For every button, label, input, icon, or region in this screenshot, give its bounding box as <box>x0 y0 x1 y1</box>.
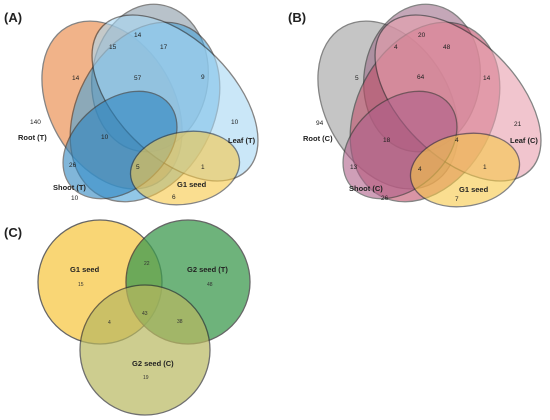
count-a-top-mid: 17 <box>160 44 168 51</box>
set-label-root-t: Root (T) <box>18 133 47 142</box>
count-b-top-only: 20 <box>418 32 426 39</box>
count-b-shoot-root: 13 <box>350 164 358 171</box>
count-b-right-mid: 14 <box>483 75 491 82</box>
count-b-g1-only: 7 <box>455 196 459 203</box>
count-b-center: 64 <box>417 74 425 81</box>
panel-b-label: (B) <box>288 10 306 25</box>
count-c-all: 43 <box>142 311 148 317</box>
panel-c: (C) G1 seed G2 seed (T) G2 seed (C) 15 4… <box>4 219 251 416</box>
count-a-root-only: 140 <box>30 119 41 126</box>
count-a-g1-only: 6 <box>172 194 176 201</box>
set-label-c-g2-seed-c: G2 seed (C) <box>132 359 174 368</box>
panel-c-label: (C) <box>4 225 22 240</box>
set-label-c-g1-seed: G1 seed <box>70 265 100 274</box>
count-a-leaf-only: 10 <box>231 119 239 126</box>
panel-a: (A) Root (T) Leaf (T) Shoot (T) G1 seed … <box>4 3 259 206</box>
count-b-top-mid: 48 <box>443 44 451 51</box>
count-a-lower-center: 5 <box>136 164 140 171</box>
set-label-leaf-t: Leaf (T) <box>228 136 256 145</box>
count-a-root-mid: 14 <box>72 75 80 82</box>
set-a-g1 <box>129 130 241 206</box>
count-c-g1-only: 15 <box>78 282 84 288</box>
set-label-g1-seed-b: G1 seed <box>459 185 489 194</box>
count-b-left-center: 18 <box>383 137 391 144</box>
count-a-left-center: 10 <box>101 134 109 141</box>
count-a-shoot-root: 26 <box>69 162 77 169</box>
count-c-g2t-g2c: 38 <box>177 319 183 325</box>
count-a-leaf-g1: 1 <box>201 164 205 171</box>
count-c-g2t-only: 48 <box>207 282 213 288</box>
count-c-g1-g2t: 22 <box>144 261 150 267</box>
set-c-g2-seed-c <box>79 284 211 416</box>
count-c-g2c-only: 19 <box>143 375 149 381</box>
set-label-g1-seed-a: G1 seed <box>177 180 207 189</box>
count-c-g1-g2c: 4 <box>108 320 111 326</box>
count-b-root-mid: 5 <box>355 75 359 82</box>
count-a-right-mid: 9 <box>201 74 205 81</box>
panel-b: (B) Root (C) Leaf (C) Shoot (C) G1 seed … <box>288 3 542 208</box>
count-b-leaf-only: 21 <box>514 121 522 128</box>
set-label-shoot-t: Shoot (T) <box>53 183 86 192</box>
set-b-g1 <box>409 132 521 208</box>
set-label-leaf-c: Leaf (C) <box>510 136 538 145</box>
count-b-root-only: 94 <box>316 120 324 127</box>
count-b-right-center: 4 <box>455 137 459 144</box>
set-label-root-c: Root (C) <box>303 134 333 143</box>
count-a-shoot-only: 10 <box>71 195 79 202</box>
count-a-top-only: 14 <box>134 32 142 39</box>
count-a-center: 57 <box>134 75 142 82</box>
set-label-shoot-c: Shoot (C) <box>349 184 383 193</box>
count-b-lower-center: 4 <box>418 166 422 173</box>
count-b-shoot-only: 26 <box>381 195 389 202</box>
count-b-root-top: 4 <box>394 44 398 51</box>
count-b-leaf-g1: 1 <box>483 164 487 171</box>
count-a-root-top: 15 <box>109 44 117 51</box>
set-label-c-g2-seed-t: G2 seed (T) <box>187 265 228 274</box>
panel-a-label: (A) <box>4 10 22 25</box>
